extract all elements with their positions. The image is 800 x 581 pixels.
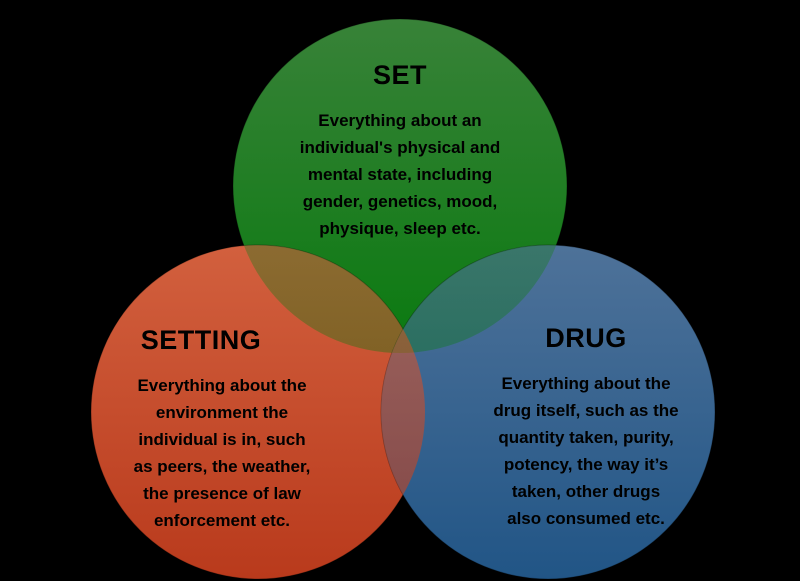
setting-label-block: SETTING Everything about the environment… (72, 323, 372, 534)
set-setting-overlap-overlay (233, 245, 425, 353)
set-drug-overlap-overlay (381, 245, 567, 353)
drug-label-block: DRUG Everything about the drug itself, s… (436, 321, 736, 532)
set-description: Everything about an individual's physica… (299, 111, 501, 238)
setting-title: SETTING (140, 325, 262, 355)
setting-description: Everything about the environment the ind… (133, 376, 311, 530)
set-title: SET (372, 60, 427, 90)
drug-title: DRUG (545, 323, 627, 353)
set-label-block: SET Everything about an individual's phy… (250, 58, 550, 242)
drug-description: Everything about the drug itself, such a… (493, 374, 679, 528)
